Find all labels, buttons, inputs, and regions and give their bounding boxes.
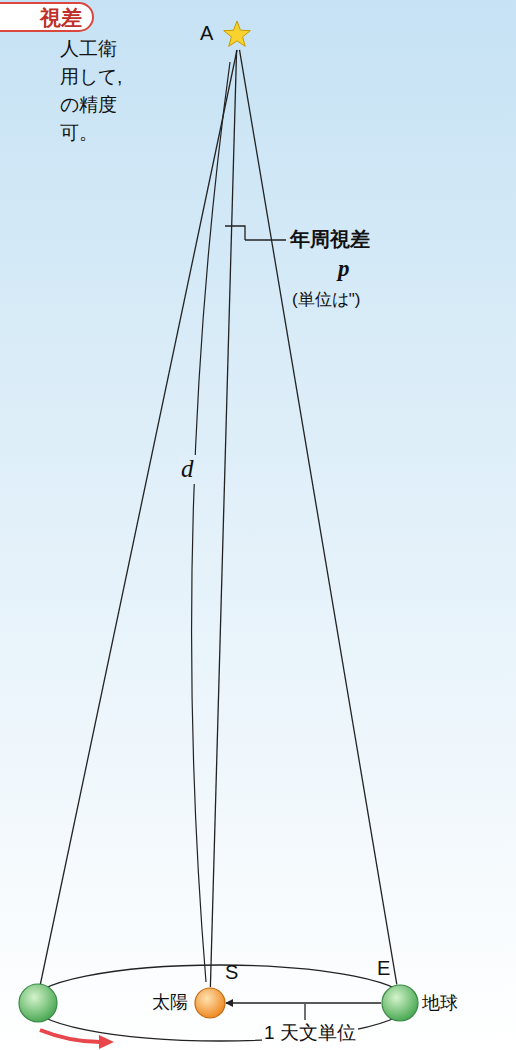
unit-label: (単位は") (292, 290, 360, 310)
note-text: 用して, (60, 66, 122, 88)
term-label: 年周視差 (290, 228, 370, 251)
rotation-arrow (40, 1030, 100, 1042)
note-text: の精度 (60, 94, 117, 116)
sun-node: S太陽 (194, 987, 226, 1019)
earth-shape (381, 984, 419, 1022)
star-node: A (222, 20, 252, 50)
distance-arc (192, 62, 230, 982)
title-box: 視差 (0, 2, 94, 32)
angle-mark (225, 226, 245, 240)
body-name: 太陽 (152, 992, 188, 1013)
distance-label: d (179, 455, 196, 484)
sun-shape (194, 987, 226, 1019)
point-letter: S (225, 961, 238, 984)
earth-symbol (19, 984, 57, 1022)
sight-line (210, 50, 236, 987)
sun-symbol (195, 988, 225, 1018)
unit-label: 1 天文単位 (262, 1022, 358, 1044)
sight-line (240, 50, 397, 985)
star-shape (222, 20, 252, 50)
leader-line (304, 1004, 305, 1020)
symbol-label: p (338, 256, 350, 282)
note-text: 人工衛 (60, 38, 117, 60)
distance-arrow (226, 1002, 381, 1004)
point-letter: A (200, 22, 213, 45)
sight-line (40, 50, 237, 986)
note-text: 可。 (60, 122, 98, 144)
rotation-arrowhead (99, 1035, 114, 1049)
star-symbol (224, 21, 251, 46)
title-text: 視差 (40, 6, 82, 30)
earth-node: E地球 (381, 984, 419, 1022)
leader-line (245, 239, 286, 240)
point-letter: E (377, 957, 390, 980)
body-name: 地球 (422, 993, 458, 1014)
earth-symbol (382, 985, 418, 1021)
